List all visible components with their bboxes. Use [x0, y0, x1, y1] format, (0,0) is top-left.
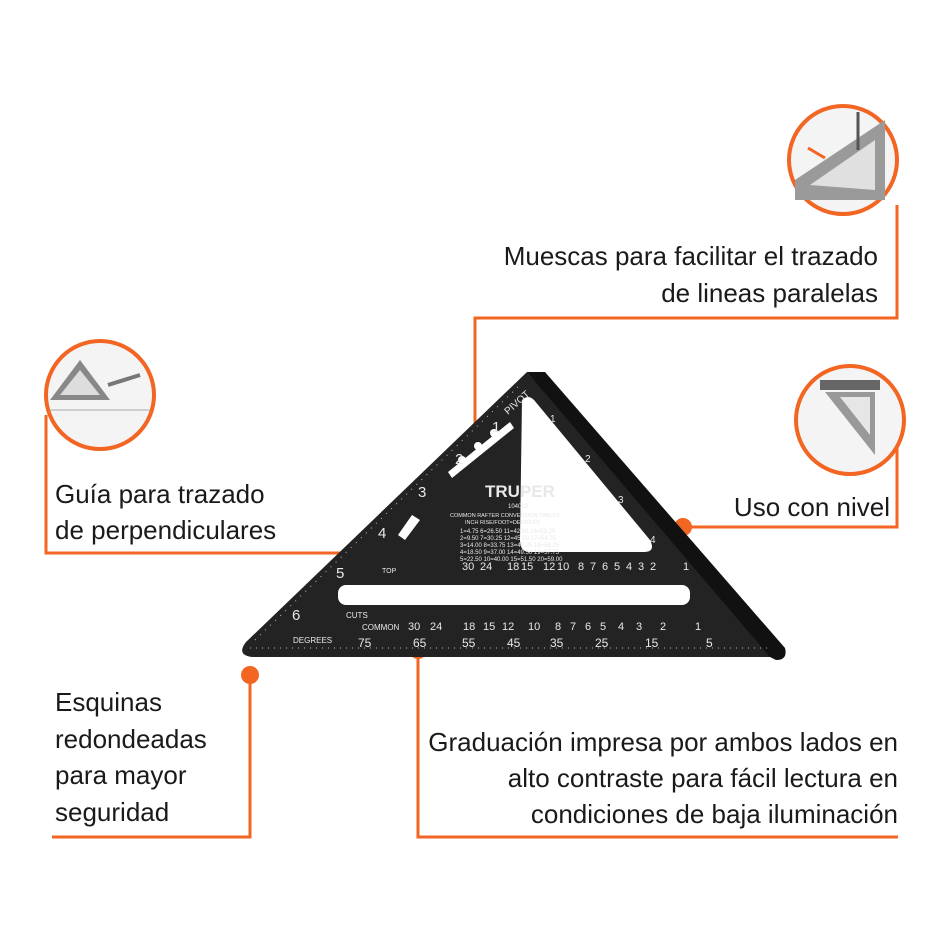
common-scale-number: 18	[463, 621, 475, 633]
callout-corners: Esquinas redondeadas para mayor segurida…	[55, 687, 207, 827]
caption-line: Guía para trazado	[55, 479, 265, 509]
common-scale-number: 10	[528, 621, 540, 633]
common-scale-number: 24	[430, 621, 442, 633]
hypotenuse-scale-number: 3	[618, 495, 624, 506]
table-row: 2=9.50 7=30.25 12=45.00 17=54.75	[460, 536, 556, 542]
top-label: TOP	[382, 568, 397, 575]
upper-scale-number: 10	[557, 561, 569, 573]
common-label: COMMON	[362, 623, 400, 632]
caption-line: Muescas para facilitar el trazado	[504, 241, 878, 271]
caption-line: condiciones de baja iluminación	[531, 799, 898, 829]
common-scale-number: 8	[555, 621, 561, 633]
common-scale-number: 3	[636, 621, 642, 633]
caption-line: de lineas paralelas	[661, 278, 878, 308]
table-subtitle: INCH RISE/FOOT=DEGREES	[465, 520, 540, 526]
rafter-square: TRUPER 104023 COMMON RAFTER CONVERSION T…	[242, 372, 786, 660]
degree-scale-number: 45	[507, 636, 521, 650]
edge-scale-number: 3	[418, 484, 426, 501]
caption-line: seguridad	[55, 797, 169, 827]
callout-level: Uso con nivel	[734, 492, 890, 522]
degree-scale-number: 55	[462, 636, 476, 650]
upper-scale-number: 15	[521, 561, 533, 573]
upper-scale-number: 8	[578, 561, 584, 573]
inset-notches-image	[787, 104, 899, 216]
callout-notches: Muescas para facilitar el trazado de lin…	[504, 241, 878, 308]
upper-scale-number: 7	[590, 561, 596, 573]
common-scale-number: 1	[695, 621, 701, 633]
upper-scale-number: 12	[543, 561, 555, 573]
callout-lines	[44, 205, 899, 839]
hypotenuse-scale-number: 4	[650, 535, 656, 546]
caption-line: Graduación impresa por ambos lados en	[428, 727, 898, 757]
common-scale-number: 2	[660, 621, 666, 633]
degree-scale-number: 25	[595, 636, 609, 650]
upper-scale-number: 5	[614, 561, 620, 573]
degree-scale-number: 75	[358, 636, 372, 650]
caption-line: de perpendiculares	[55, 515, 276, 545]
degree-scale-number: 5	[706, 636, 713, 650]
common-scale-number: 7	[570, 621, 576, 633]
table-row: 4=18.50 9=37.00 14=49.50 19=57.75	[460, 550, 560, 556]
common-scale-number: 6	[585, 621, 591, 633]
degree-scale-number: 35	[550, 636, 564, 650]
edge-scale-number: 1	[492, 419, 500, 436]
edge-scale-number: 5	[336, 565, 344, 582]
table-row: 1=4.75 6=26.50 11=42.50 16=53.25	[460, 529, 556, 535]
callout-perpendicular: Guía para trazado de perpendiculares	[55, 479, 276, 545]
brand-logo: TRUPER	[485, 482, 555, 501]
common-scale-number: 30	[408, 621, 420, 633]
conversion-table: 1=4.75 6=26.50 11=42.50 16=53.25 2=9.50 …	[460, 529, 563, 563]
caption-line: redondeadas	[55, 724, 207, 754]
edge-scale-number: 2	[455, 451, 463, 468]
caption-line: Uso con nivel	[734, 492, 890, 522]
upper-scale-number: 4	[626, 561, 632, 573]
caption-line: para mayor	[55, 760, 187, 790]
upper-scale-number: 30	[462, 561, 474, 573]
model-number: 104023	[508, 504, 529, 510]
hypotenuse-scale-number: 1	[550, 414, 556, 425]
inset-perpendicular-image	[44, 339, 156, 451]
caption-line: Esquinas	[55, 687, 162, 717]
callout-graduation: Graduación impresa por ambos lados en al…	[428, 727, 898, 829]
degree-scale-number: 65	[413, 636, 427, 650]
hypotenuse-scale-number: 2	[585, 454, 591, 465]
inset-level-image	[794, 364, 906, 476]
cuts-label: CUTS	[346, 611, 368, 620]
table-row: 3=14.00 8=33.75 13=47.25 18=56.25	[460, 543, 560, 549]
degree-scale-number: 15	[645, 636, 659, 650]
upper-scale-number: 18	[507, 561, 519, 573]
common-scale-number: 15	[483, 621, 495, 633]
table-row: 5=22.50 10=40.00 15=51.50 20=59.00	[460, 557, 563, 563]
upper-scale-number: 24	[480, 561, 492, 573]
degrees-label: DEGREES	[293, 636, 332, 645]
common-scale-number: 12	[502, 621, 514, 633]
upper-scale-number: 3	[638, 561, 644, 573]
table-title: COMMON RAFTER CONVERSION TABLES	[450, 513, 560, 519]
edge-scale-number: 6	[292, 607, 300, 624]
common-scale-number: 5	[600, 621, 606, 633]
caption-line: alto contraste para fácil lectura en	[508, 763, 898, 793]
upper-scale-number: 6	[602, 561, 608, 573]
common-scale-number: 4	[618, 621, 624, 633]
edge-scale-number: 4	[378, 525, 386, 542]
upper-scale-number: 1	[683, 561, 689, 573]
upper-scale-number: 2	[650, 561, 656, 573]
